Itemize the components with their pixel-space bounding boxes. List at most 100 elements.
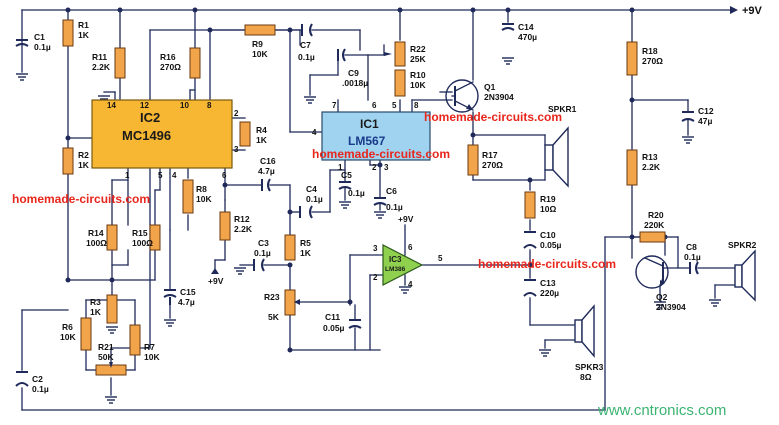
c3-value: 0.1µ [254, 248, 271, 258]
c1-name: C1 [34, 32, 45, 42]
r14-name: R14 [88, 228, 104, 238]
vcc-label: +9V [742, 5, 763, 17]
ic3-pin: 4 [408, 280, 413, 289]
c4-value: 0.1µ [306, 194, 323, 204]
c5 [338, 181, 352, 190]
r21-name: R21 [98, 342, 114, 352]
spkr2-name: SPKR2 [728, 240, 757, 250]
supply-rail: +9V [21, 5, 763, 17]
r2 [62, 147, 74, 175]
q1-value: 2N3904 [484, 92, 514, 102]
c12 [681, 111, 695, 122]
c8-value: 0.1µ [684, 252, 701, 262]
c14 [501, 23, 515, 31]
r3-name: R3 [90, 297, 101, 307]
c16-value: 4.7µ [258, 166, 275, 176]
r19 [524, 191, 536, 219]
c16 [261, 178, 271, 192]
c12-value: 47µ [698, 116, 712, 126]
c2-name: C2 [32, 374, 43, 384]
q2-name: Q2 [656, 292, 668, 302]
ic2-pin: 2 [234, 109, 239, 118]
watermark-middle: homemade-circuits.com [312, 147, 450, 161]
r6-value: 10K [60, 332, 76, 342]
r10-name: R10 [410, 70, 426, 80]
c6 [373, 197, 387, 206]
ic2-pin: 14 [107, 101, 116, 110]
r23 [284, 289, 296, 316]
speaker-spkr1: SPKR1 [544, 104, 577, 188]
r18 [626, 41, 638, 76]
q2-value: 2N3904 [656, 302, 686, 312]
r13 [626, 149, 638, 186]
r9-value: 10K [252, 49, 268, 59]
r9-name: R9 [252, 39, 263, 49]
r17-value: 270Ω [482, 160, 503, 170]
c8-name: C8 [686, 242, 697, 252]
r22-value: 25K [410, 54, 426, 64]
ic1-part: LM567 [348, 134, 386, 148]
r11-value: 2.2K [92, 62, 111, 72]
ic2-part: MC1496 [122, 128, 171, 143]
ic2-pin: 6 [222, 171, 227, 180]
ic1-pin: 8 [414, 101, 419, 110]
speaker-spkr2: SPKR2 [728, 240, 757, 302]
watermarks: homemade-circuits.com homemade-circuits.… [12, 110, 726, 419]
r18-value: 270Ω [642, 56, 663, 66]
ic1-pin: 5 [392, 101, 397, 110]
c12-name: C12 [698, 106, 714, 116]
c15 [163, 289, 177, 305]
watermark-left: homemade-circuits.com [12, 192, 150, 206]
resistors: R1 1K R2 1K R11 2.2K R16 270Ω R9 10K R4 … [60, 19, 666, 376]
c5-value: 0.1µ [348, 188, 365, 198]
watermark-right: homemade-circuits.com [478, 257, 616, 271]
r1-name: R1 [78, 20, 89, 30]
r3-value: 1K [90, 307, 102, 317]
c15-name: C15 [180, 287, 196, 297]
c9-name: C9 [348, 68, 359, 78]
c10 [523, 231, 537, 249]
c2-value: 0.1µ [32, 384, 49, 394]
ic3-supply-label: +9V [398, 214, 414, 224]
r15-name: R15 [132, 228, 148, 238]
ic2-pin: 8 [207, 101, 212, 110]
junctions [65, 7, 668, 353]
r22-name: R22 [410, 44, 426, 54]
wires [21, 9, 736, 411]
r3 [106, 294, 118, 324]
speaker-spkr3: SPKR3 8Ω [574, 304, 604, 382]
r2-name: R2 [78, 150, 89, 160]
c2 [15, 371, 29, 387]
ic3-pin: 6 [408, 243, 413, 252]
r4-name: R4 [256, 125, 267, 135]
c15-value: 4.7µ [178, 297, 195, 307]
r9 [244, 24, 276, 36]
r12-value: 2.2K [234, 224, 253, 234]
r11 [114, 47, 126, 79]
r11-name: R11 [92, 52, 107, 62]
r5-name: R5 [300, 238, 311, 248]
r12-supply-label: +9V [208, 276, 224, 286]
c1 [15, 39, 29, 47]
r20-name: R20 [648, 210, 664, 220]
r23-name: R23 [264, 292, 280, 302]
r8-value: 10K [196, 194, 212, 204]
watermark-corner: www.cntronics.com [597, 402, 726, 419]
c7 [301, 23, 313, 37]
ic2-pin: 12 [140, 101, 149, 110]
c5-name: C5 [341, 170, 352, 180]
ic1-pin: 3 [384, 163, 389, 172]
r19-value: 10Ω [540, 204, 556, 214]
c13-name: C13 [540, 278, 556, 288]
r15 [149, 224, 161, 251]
r12 [219, 211, 231, 241]
c10-name: C10 [540, 230, 556, 240]
r6-name: R6 [62, 322, 73, 332]
ic3-lm386: IC3 LM386 3 2 6 4 5 +9V [373, 214, 443, 289]
r8-name: R8 [196, 184, 207, 194]
c11-name: C11 [325, 312, 340, 322]
r20-value: 220K [644, 220, 665, 230]
ic2-name: IC2 [140, 110, 160, 125]
ic1-pin: 2 [372, 163, 377, 172]
